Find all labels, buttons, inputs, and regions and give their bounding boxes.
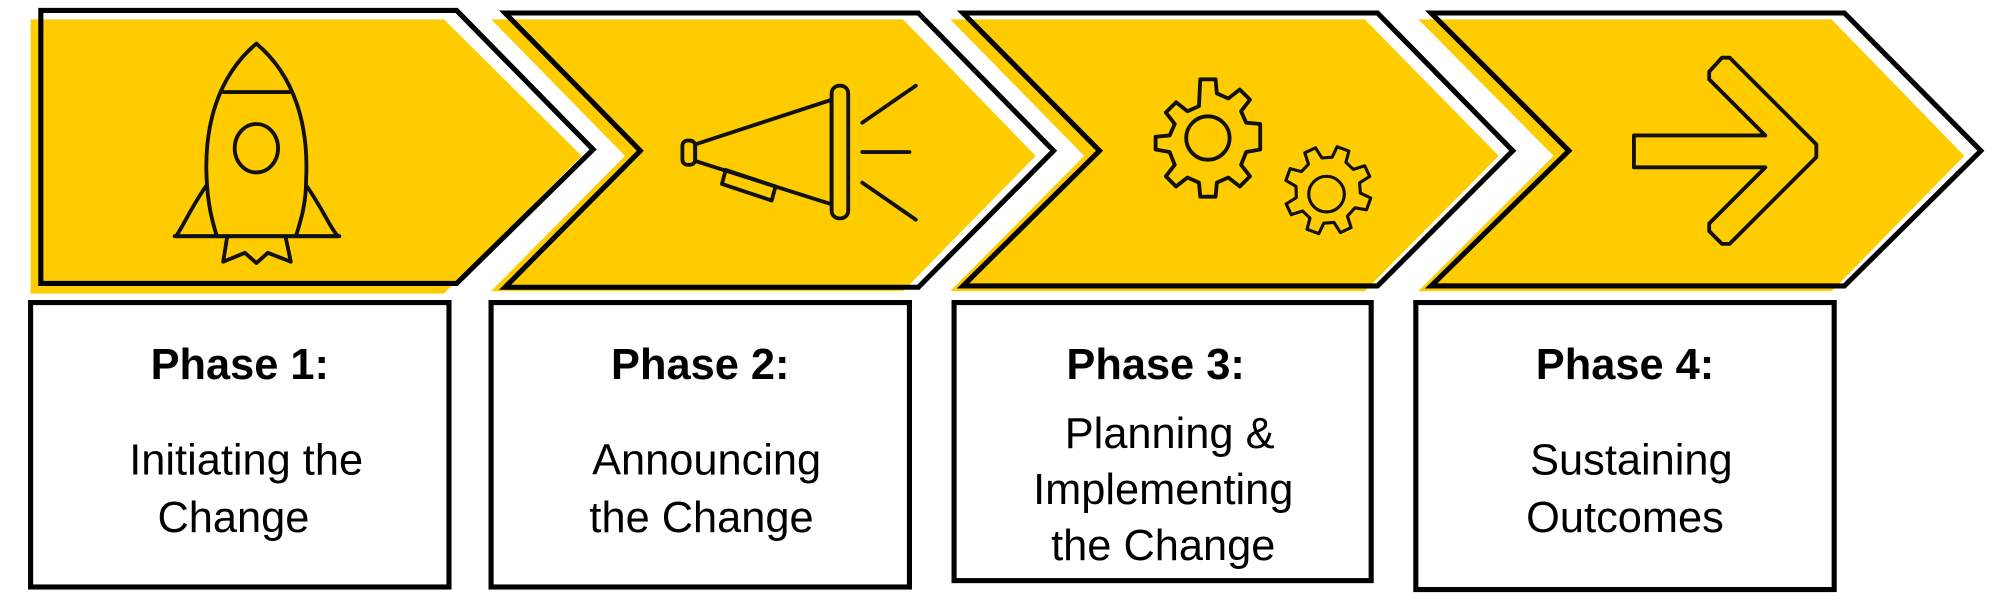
rocket-icon [172, 41, 342, 265]
phase-3-chevron [950, 10, 1517, 292]
phase-2-box: Phase 2: Announcing the Change [488, 300, 912, 590]
phase-4-title: Phase 4: [1536, 341, 1714, 389]
gears-icon [1153, 77, 1373, 236]
phase-1-desc-line-1: Initiating the [129, 437, 363, 485]
phase-1-box: Phase 1: Initiating the Change [28, 300, 452, 590]
phase-1-chevron [30, 7, 597, 294]
phase-2-title: Phase 2: [611, 341, 789, 389]
phase-3-title: Phase 3: [1066, 341, 1244, 389]
phase-1-desc-line-2: Change [157, 494, 309, 542]
phase-2-desc-line-2: the Change [589, 494, 813, 542]
phase-4-box: Phase 4: Sustaining Outcomes [1413, 300, 1837, 593]
phase-2-chevron [491, 10, 1058, 292]
phase-3-box: Phase 3: Planning & Implementing the Cha… [951, 300, 1374, 584]
phase-3-desc-line-2: Implementing [1033, 466, 1293, 514]
arrow-right-icon [1632, 55, 1819, 246]
phase-3-desc-line-3: the Change [1051, 522, 1275, 570]
phase-3-desc-line-1: Planning & [1065, 410, 1275, 458]
phase-2-desc-line-1: Announcing [592, 437, 821, 485]
phase-4-desc-line-2: Outcomes [1526, 494, 1724, 542]
phase-4-chevron [1418, 10, 1985, 292]
phase-1-title: Phase 1: [151, 341, 329, 389]
phase-4-desc-line-1: Sustaining [1530, 437, 1733, 485]
megaphone-icon [680, 83, 918, 222]
